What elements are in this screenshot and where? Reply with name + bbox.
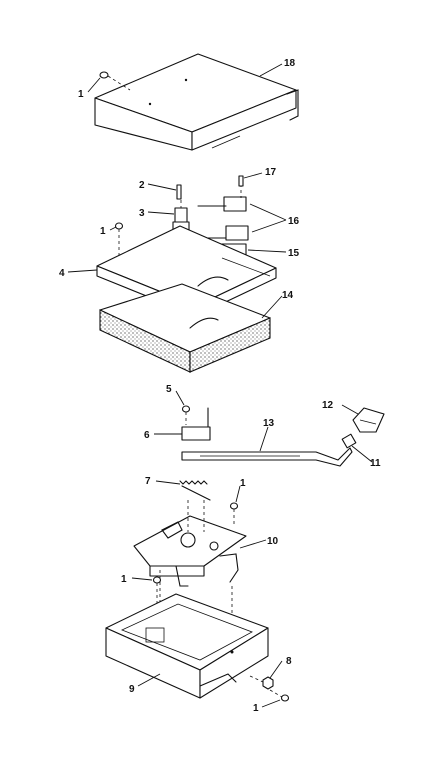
seal-pad-part [99,283,271,373]
linkage-part [341,433,357,449]
callout-10: 10 [267,536,279,547]
callout-2: 2 [139,180,145,191]
callout-13: 13 [263,418,275,429]
callout-1-bottom: 1 [253,703,259,714]
screw-icon [229,502,239,524]
callout-6: 6 [144,430,150,441]
spring-part [179,480,211,501]
callout-9: 9 [129,684,135,695]
callout-1-mid: 1 [100,226,106,237]
callout-1-base: 1 [121,574,127,585]
handle-knob-part [352,407,385,433]
screw-icon [269,689,290,702]
callout-14: 14 [282,290,294,301]
callout-4: 4 [59,268,65,279]
callout-15: 15 [288,248,300,259]
screw-icon [181,405,191,425]
lever-arm-part [181,447,353,467]
callout-3: 3 [139,208,145,219]
mounting-bracket-part [181,407,211,441]
screw-icon [114,222,124,262]
leader-lines [67,63,373,708]
base-tray-part [105,593,269,699]
top-cover-part [94,53,299,151]
screw-icon [99,71,131,91]
callout-labels: 1 18 2 17 3 16 1 15 4 14 5 12 13 6 11 7 … [59,58,381,714]
callout-11: 11 [370,458,381,469]
callout-7: 7 [145,476,151,487]
callout-8: 8 [286,656,292,667]
callout-16: 16 [288,216,300,227]
callout-1-lower: 1 [240,478,246,489]
pin-part [176,184,182,200]
callout-1-top: 1 [78,89,84,100]
callout-18: 18 [284,58,296,69]
screw-icon [152,576,162,604]
nut-icon [249,675,274,690]
callout-12: 12 [322,400,334,411]
mechanism-plate-part [133,500,247,650]
callout-5: 5 [166,384,172,395]
callout-17: 17 [265,167,277,178]
